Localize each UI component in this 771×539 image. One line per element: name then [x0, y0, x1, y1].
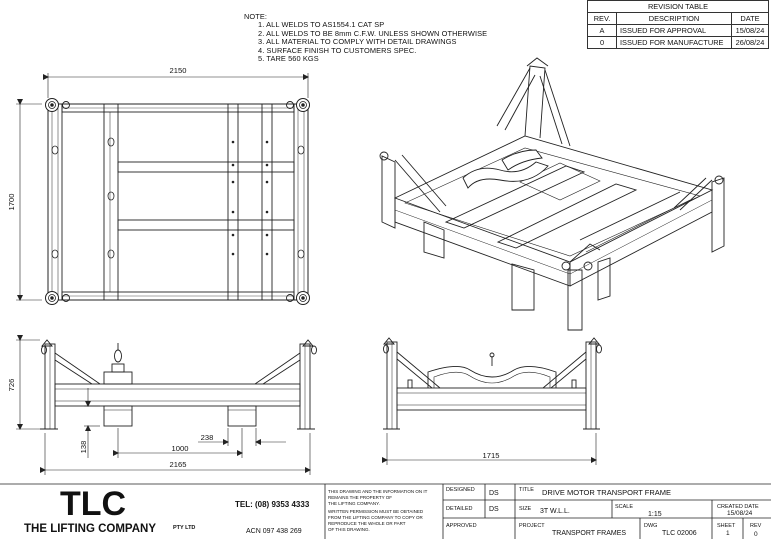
- front-dimensions: [16, 335, 311, 475]
- approved-label: APPROVED: [446, 523, 477, 529]
- description-cell: ISSUED FOR MANUFACTURE: [616, 36, 732, 49]
- plan-view: [45, 98, 310, 305]
- svg-text:OF THIS DRAWING.: OF THIS DRAWING.: [328, 527, 370, 532]
- svg-text:REMAINS THE PROPERTY OF: REMAINS THE PROPERTY OF: [328, 495, 392, 500]
- header-date: DATE: [731, 12, 769, 25]
- size-value: 3T W.L.L.: [540, 508, 570, 515]
- title-label: TITLE: [519, 487, 534, 493]
- svg-text:REPRODUCE THE WHOLE OR PART: REPRODUCE THE WHOLE OR PART: [328, 521, 406, 526]
- rev-cell: 0: [587, 36, 617, 49]
- dim-front-width: 2165: [170, 460, 187, 469]
- side-elevation: [383, 337, 602, 430]
- revision-table-title: REVISION TABLE: [587, 0, 769, 13]
- company-logo: TLC: [60, 485, 126, 523]
- table-row: A ISSUED FOR APPROVAL 15/08/24: [587, 24, 769, 37]
- svg-text:THIS DRAWING AND THE INFORMATI: THIS DRAWING AND THE INFORMATION ON IT: [328, 489, 428, 494]
- title-block-grid: [0, 483, 771, 539]
- company-suffix: PTY LTD: [173, 525, 195, 531]
- table-row: 0 ISSUED FOR MANUFACTURE 26/08/24: [587, 36, 769, 49]
- revision-table: REVISION TABLE REV. DESCRIPTION DATE A I…: [587, 0, 769, 49]
- rev-value: 0: [754, 531, 758, 538]
- rev-label: REV: [750, 523, 762, 529]
- side-dimensions: [382, 433, 597, 465]
- notes-heading: NOTE:: [244, 12, 268, 21]
- general-notes: NOTE: 1. ALL WELDS TO AS1554.1 CAT SP 2.…: [244, 12, 488, 64]
- svg-text:WRITTEN PERMISSION MUST BE OBT: WRITTEN PERMISSION MUST BE OBTAINED: [328, 509, 424, 514]
- scale-label: SCALE: [615, 504, 633, 510]
- company-phone: TEL: (08) 9353 4333: [235, 500, 310, 509]
- designed-value: DS: [489, 490, 499, 497]
- dim-side-width: 1715: [483, 451, 500, 460]
- note-item: 2. ALL WELDS TO BE 8mm C.F.W. UNLESS SHO…: [258, 28, 488, 38]
- isometric-view: [379, 57, 725, 331]
- dim-front-138: 138: [79, 441, 88, 454]
- designed-label: DESIGNED: [446, 487, 475, 493]
- sheet-value: 1: [726, 530, 730, 537]
- note-item: 5. TARE 560 KGS: [258, 54, 319, 64]
- dim-front-height: 726: [7, 379, 16, 392]
- project-label: PROJECT: [519, 523, 545, 529]
- header-description: DESCRIPTION: [616, 12, 732, 25]
- company-name: THE LIFTING COMPANY: [24, 523, 156, 535]
- revision-table-header: REV. DESCRIPTION DATE: [587, 12, 769, 25]
- note-item: 4. SURFACE FINISH TO CUSTOMERS SPEC.: [258, 45, 417, 55]
- drawing-title: DRIVE MOTOR TRANSPORT FRAME: [542, 488, 671, 497]
- date-cell: 26/08/24: [731, 36, 769, 49]
- detailed-label: DETAILED: [446, 506, 473, 512]
- created-value: 15/08/24: [727, 510, 753, 517]
- header-rev: REV.: [587, 12, 617, 25]
- note-item: 1. ALL WELDS TO AS1554.1 CAT SP: [258, 20, 385, 30]
- rev-cell: A: [587, 24, 617, 37]
- description-cell: ISSUED FOR APPROVAL: [616, 24, 732, 37]
- plan-dimensions: [16, 73, 309, 301]
- disclaimer: THIS DRAWING AND THE INFORMATION ON IT R…: [328, 489, 428, 532]
- dim-front-238: 238: [201, 433, 214, 442]
- sheet-label: SHEET: [717, 523, 736, 529]
- date-cell: 15/08/24: [731, 24, 769, 37]
- dwg-label: DWG: [644, 523, 657, 529]
- note-item: 3. ALL MATERIAL TO COMPLY WITH DETAIL DR…: [258, 37, 457, 47]
- dim-plan-width: 2150: [170, 66, 187, 75]
- project-value: TRANSPORT FRAMES: [552, 530, 626, 537]
- size-label: SIZE: [519, 506, 532, 512]
- dwg-value: TLC 02006: [662, 530, 697, 537]
- svg-text:FROM THE LIFTING COMPANY TO CO: FROM THE LIFTING COMPANY TO COPY OR: [328, 515, 424, 520]
- dim-front-1000: 1000: [172, 444, 189, 453]
- created-label: CREATED DATE: [717, 504, 759, 510]
- detailed-value: DS: [489, 506, 499, 513]
- company-acn: ACN 097 438 269: [246, 528, 302, 535]
- dim-plan-height: 1700: [7, 194, 16, 211]
- front-elevation: [40, 339, 317, 430]
- svg-text:THE LIFTING COMPANY.: THE LIFTING COMPANY.: [328, 501, 380, 506]
- scale-value: 1:15: [648, 511, 662, 518]
